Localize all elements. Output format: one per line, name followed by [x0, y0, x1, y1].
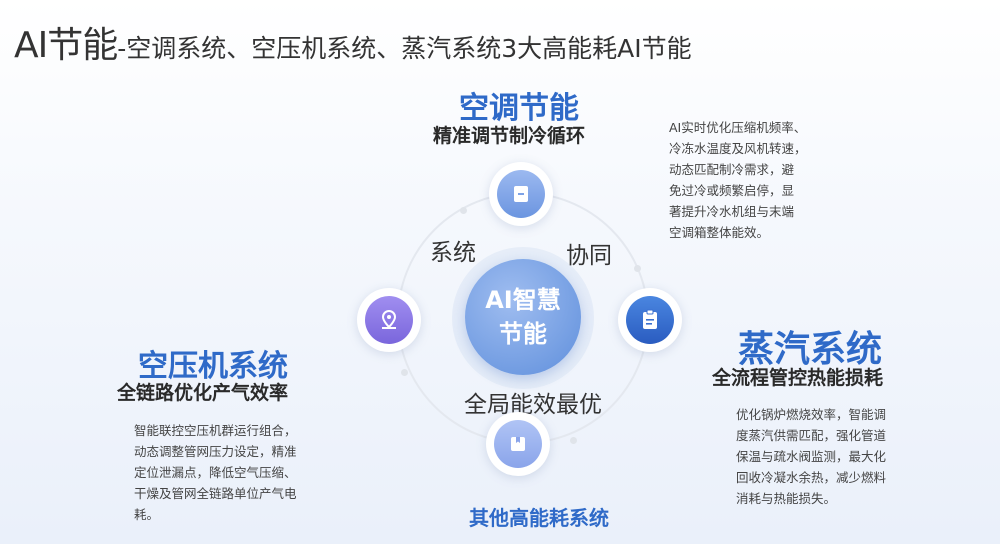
desc-line: 动态调整管网压力设定，精准 — [134, 444, 297, 459]
ring-dot — [401, 369, 408, 376]
ring-label-synergy: 协同 — [566, 243, 612, 269]
desc-line: 著提升冷水机组与末端 — [669, 204, 795, 219]
core-line1: AI智慧 — [485, 286, 561, 314]
desc-line: 消耗与热能损失。 — [736, 491, 837, 506]
desc-line: 度蒸汽供需匹配，强化管道 — [736, 428, 887, 443]
title-main: AI节能 — [14, 25, 118, 66]
desc-line: 干燥及管网全链路单位产气电 — [134, 486, 297, 501]
location-pin-icon — [365, 296, 413, 344]
ring-dot — [634, 265, 641, 272]
clipboard-icon — [497, 170, 545, 218]
air-subtitle: 全链路优化产气效率 — [117, 382, 289, 404]
document-icon — [626, 296, 674, 344]
ring-dot — [570, 437, 577, 444]
ring-label-system: 系统 — [430, 240, 476, 266]
desc-line: 保温与疏水阀监测，最大化 — [736, 449, 887, 464]
ring-dot — [460, 207, 467, 214]
steam-description: 优化锅炉燃烧效率，智能调度蒸汽供需匹配，强化管道保温与疏水阀监测，最大化回收冷凝… — [736, 404, 886, 509]
ac-subtitle: 精准调节制冷循环 — [433, 125, 586, 147]
desc-line: 定位泄漏点，降低空气压缩、 — [134, 465, 297, 480]
desc-line: 空调箱整体能效。 — [669, 225, 770, 240]
ac-title: 空调节能 — [459, 91, 579, 126]
other-title: 其他高能耗系统 — [469, 506, 609, 530]
steam-title: 蒸汽系统 — [738, 329, 883, 370]
air-title: 空压机系统 — [138, 349, 288, 384]
ac-node[interactable] — [489, 162, 553, 226]
steam-subtitle: 全流程管控热能损耗 — [712, 367, 884, 389]
desc-line: 优化锅炉燃烧效率，智能调 — [736, 407, 887, 422]
desc-line: 回收冷凝水余热，减少燃料 — [736, 470, 887, 485]
air-compressor-node[interactable] — [357, 288, 421, 352]
air-description: 智能联控空压机群运行组合， 动态调整管网压力设定，精准定位泄漏点，降低空气压缩、干… — [134, 420, 297, 525]
desc-line: AI实时优化压缩机频率、 — [669, 120, 807, 135]
desc-line: 免过冷或频繁启停，显 — [669, 183, 795, 198]
ac-description: AI实时优化压缩机频率、冷冻水温度及风机转速， 动态匹配制冷需求，避免过冷或频繁启… — [669, 117, 807, 243]
desc-line: 耗。 — [134, 507, 160, 522]
bookmark-box-icon — [494, 420, 542, 468]
desc-line: 动态匹配制冷需求，避 — [669, 162, 795, 177]
other-node[interactable] — [486, 412, 550, 476]
center-core: AI智慧 节能 — [465, 259, 581, 375]
page-title: AI节能-空调系统、空压机系统、蒸汽系统3大高能耗AI节能 — [14, 16, 692, 68]
ring-label-optimal: 全局能效最优 — [464, 392, 602, 418]
desc-line: 冷冻水温度及风机转速， — [669, 141, 807, 156]
title-rest: -空调系统、空压机系统、蒸汽系统3大高能耗AI节能 — [117, 34, 692, 63]
core-line2: 节能 — [499, 320, 547, 348]
desc-line: 智能联控空压机群运行组合， — [134, 423, 297, 438]
steam-node[interactable] — [618, 288, 682, 352]
